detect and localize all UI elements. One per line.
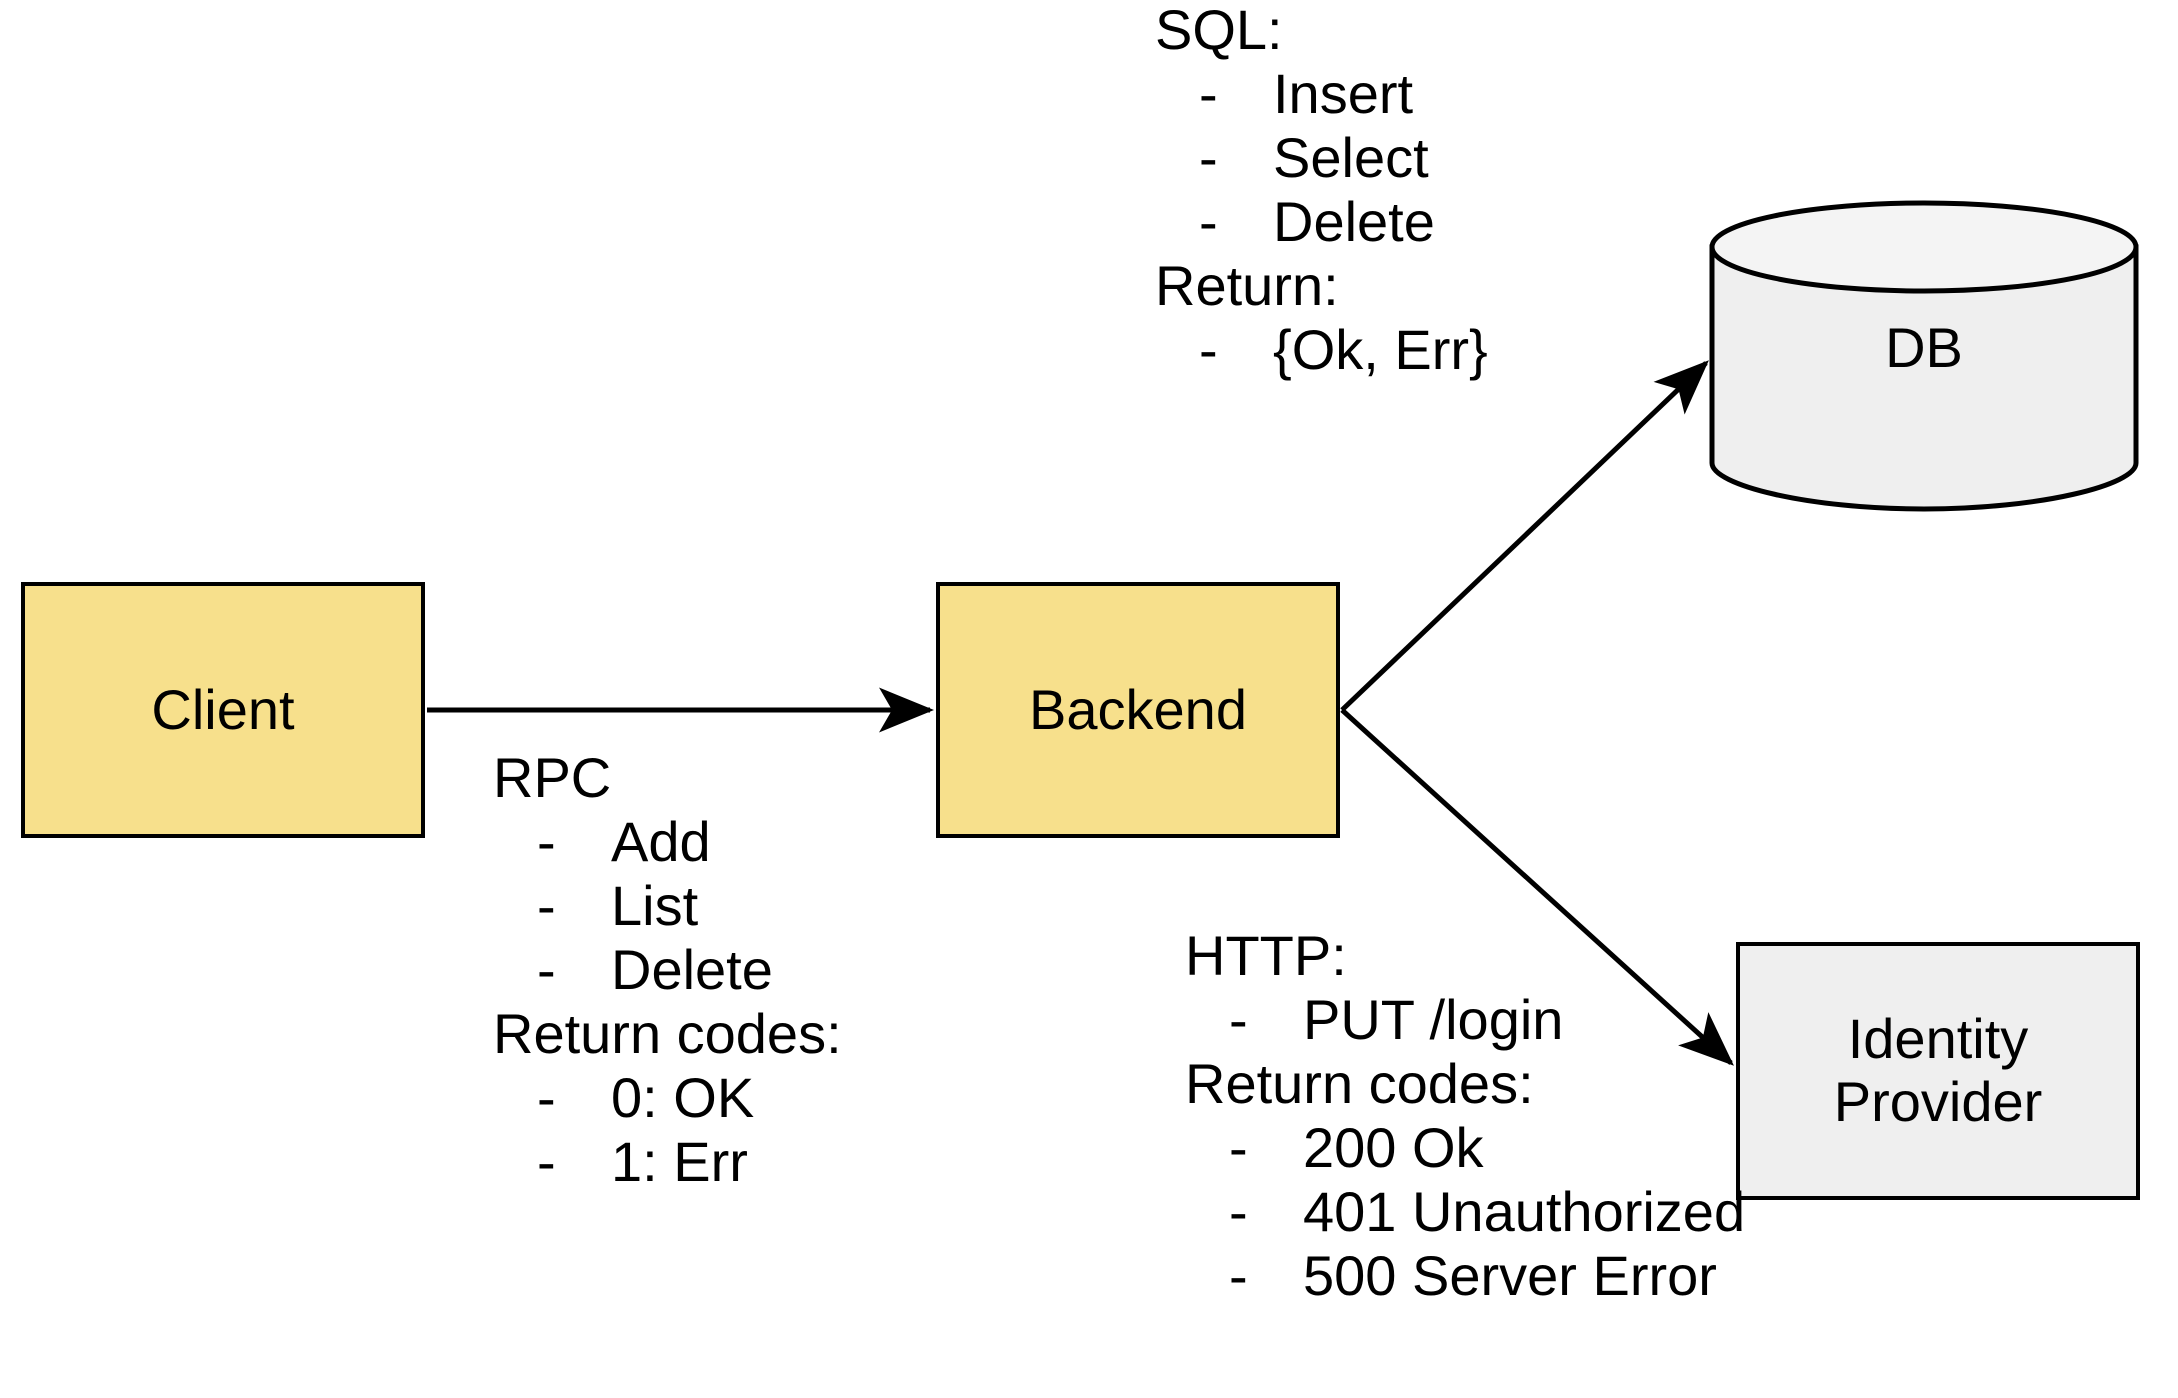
- edge-backend-to-db: [1340, 360, 1709, 712]
- node-client-label: Client: [151, 677, 295, 741]
- annotation-http-operations-list: - PUT /login: [1185, 992, 1745, 1048]
- bullet-dash: -: [1199, 190, 1218, 253]
- list-item-label: 500 Server Error: [1303, 1244, 1717, 1307]
- list-item-label: 0: OK: [611, 1066, 755, 1129]
- annotation-sql-returns-list: - {Ok, Err}: [1155, 322, 1488, 378]
- node-db-label: DB: [1885, 316, 1963, 379]
- list-item-label: List: [611, 874, 699, 937]
- annotation-http-returns-header: Return codes:: [1185, 1052, 1534, 1115]
- annotation-sql: SQL: - Insert - Select - Delete Return: …: [1155, 2, 1488, 386]
- list-item: - List: [493, 878, 842, 934]
- list-item: - Insert: [1155, 66, 1488, 122]
- annotation-sql-header: SQL:: [1155, 0, 1283, 61]
- bullet-dash: -: [537, 810, 556, 873]
- annotation-http-returns-list: - 200 Ok - 401 Unauthorized - 500 Server…: [1185, 1120, 1745, 1304]
- node-identity-provider[interactable]: Identity Provider: [1736, 942, 2140, 1200]
- node-backend[interactable]: Backend: [936, 582, 1340, 838]
- node-db[interactable]: DB: [1708, 195, 2140, 515]
- bullet-dash: -: [1199, 62, 1218, 125]
- annotation-sql-returns-header: Return:: [1155, 254, 1339, 317]
- list-item-label: Insert: [1273, 62, 1414, 125]
- list-item-label: 200 Ok: [1303, 1116, 1484, 1179]
- bullet-dash: -: [537, 874, 556, 937]
- bullet-dash: -: [1229, 1116, 1248, 1179]
- list-item: - Add: [493, 814, 842, 870]
- list-item-label: Select: [1273, 126, 1429, 189]
- list-item: - PUT /login: [1185, 992, 1745, 1048]
- list-item-label: Delete: [1273, 190, 1435, 253]
- list-item: - {Ok, Err}: [1155, 322, 1488, 378]
- list-item-label: 401 Unauthorized: [1303, 1180, 1746, 1243]
- node-backend-label: Backend: [1029, 677, 1247, 741]
- annotation-http-header: HTTP:: [1185, 924, 1347, 987]
- bullet-dash: -: [1229, 1180, 1248, 1243]
- list-item: - Delete: [493, 942, 842, 998]
- annotation-sql-operations-list: - Insert - Select - Delete: [1155, 66, 1488, 250]
- list-item: - Delete: [1155, 194, 1488, 250]
- bullet-dash: -: [537, 938, 556, 1001]
- bullet-dash: -: [1199, 318, 1218, 381]
- node-client[interactable]: Client: [21, 582, 425, 838]
- list-item-label: 1: Err: [611, 1130, 748, 1193]
- list-item: - 500 Server Error: [1185, 1248, 1745, 1304]
- bullet-dash: -: [537, 1130, 556, 1193]
- node-identity-provider-label: Identity Provider: [1833, 1007, 2043, 1133]
- annotation-http: HTTP: - PUT /login Return codes: - 200 O…: [1185, 928, 1745, 1312]
- bullet-dash: -: [1199, 126, 1218, 189]
- list-item-label: PUT /login: [1303, 988, 1564, 1051]
- list-item: - 0: OK: [493, 1070, 842, 1126]
- list-item-label: Delete: [611, 938, 773, 1001]
- bullet-dash: -: [1229, 1244, 1248, 1307]
- bullet-dash: -: [1229, 988, 1248, 1051]
- bullet-dash: -: [537, 1066, 556, 1129]
- annotation-rpc-returns-list: - 0: OK - 1: Err: [493, 1070, 842, 1190]
- list-item: - 1: Err: [493, 1134, 842, 1190]
- annotation-rpc-header: RPC: [493, 746, 612, 809]
- list-item-label: {Ok, Err}: [1273, 318, 1488, 381]
- list-item: - Select: [1155, 130, 1488, 186]
- list-item-label: Add: [611, 810, 711, 873]
- annotation-rpc: RPC - Add - List - Delete Return codes: …: [493, 750, 842, 1198]
- annotation-rpc-returns-header: Return codes:: [493, 1002, 842, 1065]
- list-item: - 200 Ok: [1185, 1120, 1745, 1176]
- list-item: - 401 Unauthorized: [1185, 1184, 1745, 1240]
- database-cylinder-icon: [1709, 200, 2139, 512]
- annotation-rpc-operations-list: - Add - List - Delete: [493, 814, 842, 998]
